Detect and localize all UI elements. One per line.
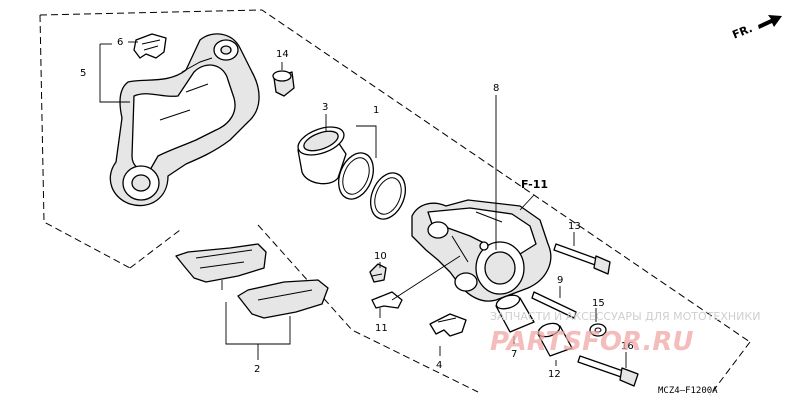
arrow-icon [758,15,782,29]
bleeder-screw [369,263,387,283]
callout-9: 9 [557,275,563,286]
pin-bushing [537,322,573,357]
callout-15: 15 [592,298,605,309]
diagram-code: MCZ4–F1200A [658,386,718,396]
pad-pin-clip [371,291,403,309]
section-reference: F-11 [521,178,548,191]
caliper-pin-bolt [553,243,611,275]
pin-boot [495,294,535,333]
callout-8: 8 [493,83,499,94]
callout-4: 4 [436,360,442,371]
bleeder-cap [272,70,295,97]
dashed-frame [39,9,751,396]
watermark-logo: PARTSFOR.RU [490,327,693,357]
watermark: ЗАПЧАСТИ И АКСЕССУАРЫ ДЛЯ МОТОТЕХНИКИ PA… [490,310,760,357]
leader-lines [99,41,627,368]
pad-retainer [429,313,467,337]
direction-label: FR. [731,22,755,42]
piston-seal-set [338,152,406,220]
watermark-caption: ЗАПЧАСТИ И АКСЕССУАРЫ ДЛЯ МОТОТЕХНИКИ [490,310,760,323]
washer [589,323,607,337]
callout-14: 14 [276,49,289,60]
callout-16: 16 [621,341,634,352]
callout-7: 7 [511,349,517,360]
mounting-bolt [577,355,639,387]
callout-numbers: 6 5 14 3 1 8 13 10 9 15 11 7 16 4 12 2 [80,37,634,380]
callout-13: 13 [568,221,581,232]
caliper-bracket [109,33,260,207]
callout-3: 3 [322,102,328,113]
callout-5: 5 [80,68,86,79]
slide-pin [531,291,577,319]
callout-10: 10 [374,251,387,262]
callout-1: 1 [373,105,379,116]
callout-6: 6 [117,37,123,48]
brake-pad-set [175,243,329,319]
caliper-body [411,199,552,302]
pad-spring-clip [133,33,167,59]
caliper-piston [297,126,347,185]
callout-12: 12 [548,369,561,380]
callout-11: 11 [375,323,388,334]
front-direction-arrow: FR. [731,15,782,42]
callout-2: 2 [254,364,260,375]
